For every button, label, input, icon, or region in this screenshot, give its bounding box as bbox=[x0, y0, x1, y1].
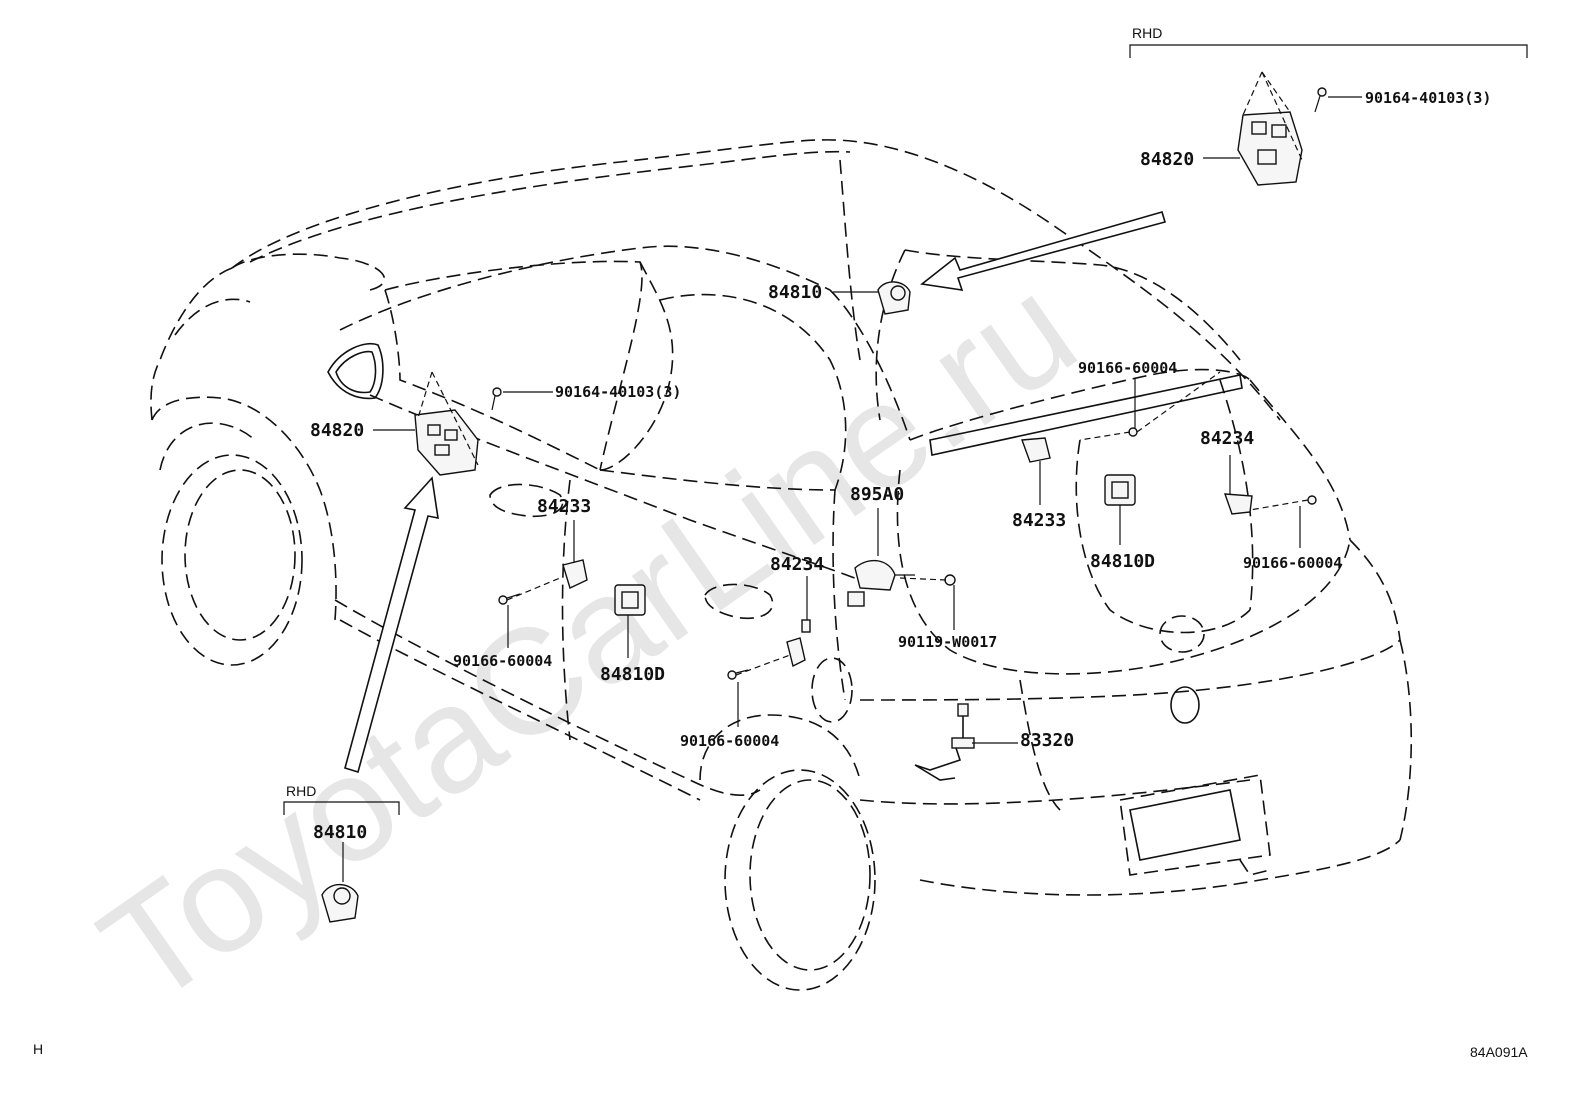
screw-rear-right bbox=[1307, 495, 1317, 505]
screw-90119 bbox=[944, 574, 956, 586]
label-90119: 90119-W0017 bbox=[898, 633, 997, 651]
label-90166-front-a: 90166-60004 bbox=[453, 652, 552, 670]
leader-lines bbox=[342, 96, 1362, 882]
power-window-master-switch-rhd bbox=[1237, 71, 1327, 186]
arrow-to-front-door bbox=[344, 476, 439, 774]
door-handles bbox=[489, 483, 774, 619]
page-code: H bbox=[33, 1041, 43, 1057]
courtesy-switch-rear bbox=[786, 619, 811, 668]
rhd-label-top: RHD bbox=[1132, 25, 1162, 41]
window-switch-84810-top bbox=[877, 281, 911, 315]
label-90166-rear-right: 90166-60004 bbox=[1243, 554, 1342, 572]
side-mirror bbox=[327, 343, 384, 400]
label-90166-rear-top: 90166-60004 bbox=[1078, 359, 1177, 377]
window-switch-84810-rhd bbox=[321, 883, 359, 923]
label-895A0: 895A0 bbox=[850, 484, 904, 505]
rhd-bracket-top: RHD bbox=[1129, 25, 1528, 58]
rhd-label-bottom: RHD bbox=[286, 783, 316, 799]
diagram-id: 84A091A bbox=[1470, 1044, 1528, 1060]
harness-83320 bbox=[914, 703, 975, 781]
courtesy-switch-rear-right bbox=[1223, 493, 1253, 515]
label-84810-top: 84810 bbox=[768, 282, 822, 303]
part-labels: 84820 90164-40103(3) 84810 84820 90164-4… bbox=[310, 89, 1491, 843]
door-sensor-895A0 bbox=[847, 559, 915, 607]
label-84233-rear: 84233 bbox=[1012, 510, 1066, 531]
arrow-to-rear-door bbox=[920, 211, 1167, 291]
courtesy-switch-rear-hatch bbox=[1021, 437, 1051, 463]
screw-front-a bbox=[498, 593, 521, 605]
screw-left bbox=[491, 387, 502, 411]
switch-84810D-rear bbox=[1104, 474, 1136, 506]
label-84820-rhd: 84820 bbox=[1140, 149, 1194, 170]
label-84810-rhd: 84810 bbox=[313, 822, 367, 843]
rear-garnish bbox=[929, 374, 1243, 456]
car-body-outline bbox=[150, 139, 1412, 991]
label-90164-rhd: 90164-40103(3) bbox=[1365, 89, 1491, 107]
label-84820-left: 84820 bbox=[310, 420, 364, 441]
label-84234-rear: 84234 bbox=[1200, 428, 1254, 449]
label-84233-front: 84233 bbox=[537, 496, 591, 517]
label-84810D-rear: 84810D bbox=[1090, 551, 1155, 572]
courtesy-switch-front bbox=[562, 559, 588, 589]
power-window-master-switch-left bbox=[414, 371, 479, 476]
label-83320: 83320 bbox=[1020, 730, 1074, 751]
screw-rear-top bbox=[1128, 427, 1138, 437]
label-90164-left: 90164-40103(3) bbox=[555, 383, 681, 401]
label-84234-front: 84234 bbox=[770, 554, 824, 575]
label-84810D-front: 84810D bbox=[600, 664, 665, 685]
label-90166-front-b: 90166-60004 bbox=[680, 732, 779, 750]
rhd-bracket-bottom: RHD bbox=[283, 783, 400, 815]
switch-84810D-front bbox=[614, 584, 646, 616]
